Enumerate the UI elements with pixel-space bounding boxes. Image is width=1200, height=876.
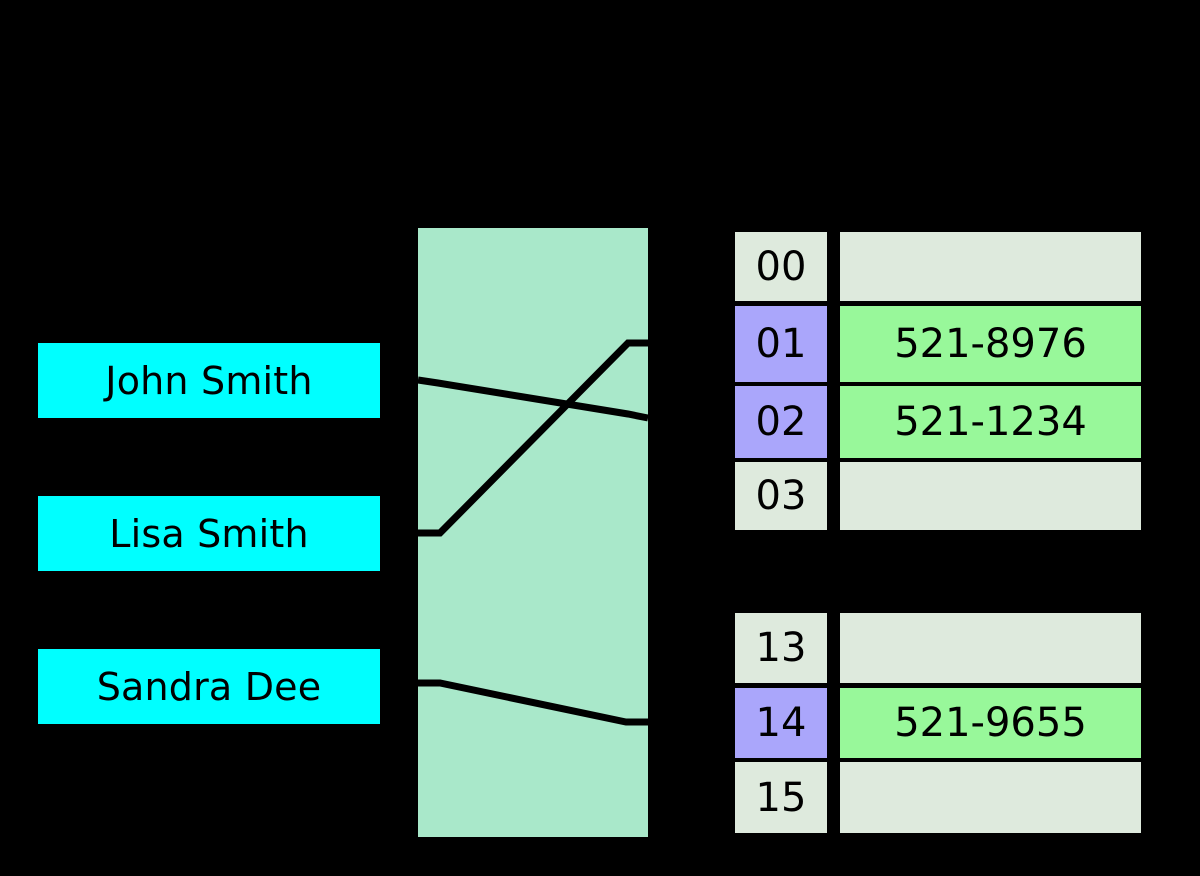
table-row-value[interactable]: 521-8976	[840, 306, 1141, 382]
index-label: 02	[755, 399, 807, 445]
table-row-index[interactable]: 15	[735, 762, 827, 833]
table-row-value[interactable]	[840, 762, 1141, 833]
index-label: 15	[755, 774, 807, 821]
index-label: 03	[755, 473, 807, 519]
value-label: 521-9655	[894, 700, 1087, 746]
index-label: 13	[755, 625, 807, 671]
key-box-sandra-dee[interactable]: Sandra Dee	[38, 649, 380, 724]
value-label: 521-1234	[894, 399, 1087, 445]
table-row-index[interactable]: 00	[735, 232, 827, 301]
key-box-john-smith[interactable]: John Smith	[38, 343, 380, 418]
index-label: 14	[755, 700, 807, 746]
table-row-index[interactable]: 03	[735, 462, 827, 530]
index-label: 00	[755, 243, 807, 290]
table-row-index[interactable]: 02	[735, 386, 827, 458]
index-label: 01	[755, 321, 807, 367]
table-row-value[interactable]: 521-9655	[840, 688, 1141, 758]
key-label: John Smith	[105, 358, 313, 403]
value-label: 521-8976	[894, 321, 1087, 367]
table-row-value[interactable]	[840, 462, 1141, 530]
table-row-index[interactable]: 13	[735, 613, 827, 683]
table-row-index[interactable]: 14	[735, 688, 827, 758]
key-box-lisa-smith[interactable]: Lisa Smith	[38, 496, 380, 571]
key-label: Sandra Dee	[96, 664, 322, 709]
key-label: Lisa Smith	[109, 511, 309, 556]
table-row-value[interactable]	[840, 232, 1141, 301]
table-row-index[interactable]: 01	[735, 306, 827, 382]
hash-function-box	[418, 228, 648, 837]
table-row-value[interactable]: 521-1234	[840, 386, 1141, 458]
table-row-value[interactable]	[840, 613, 1141, 683]
